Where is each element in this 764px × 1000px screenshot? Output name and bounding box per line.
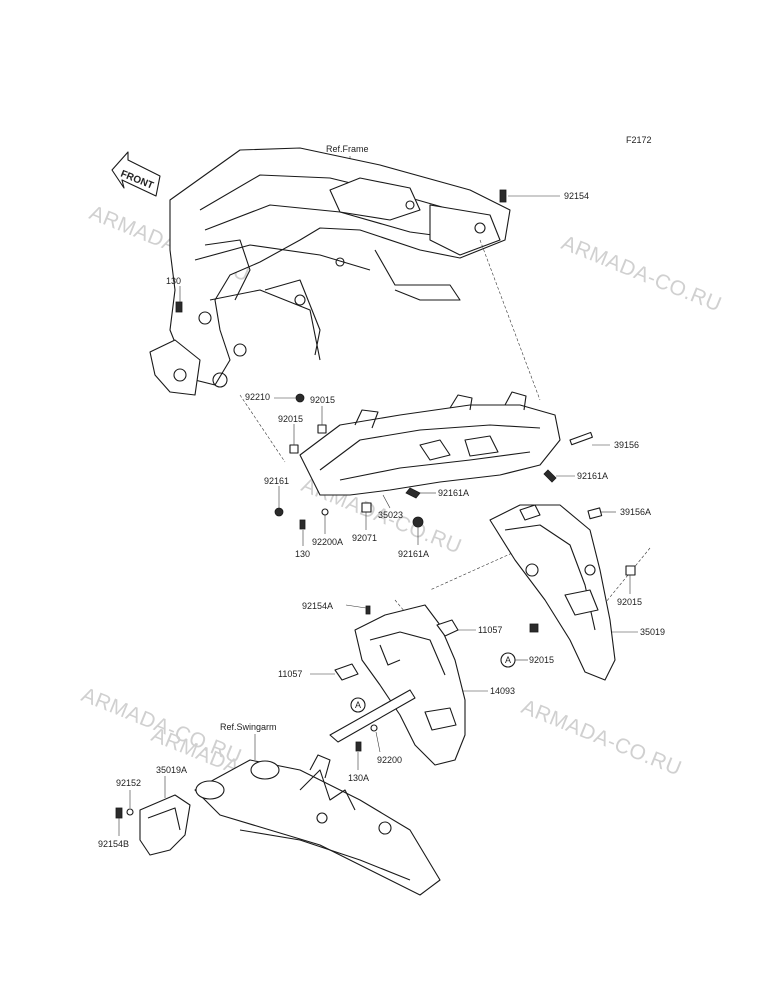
callout-a-letter-1: A <box>355 700 361 710</box>
bolt-92154B-icon <box>115 807 123 819</box>
bolt-130A-icon <box>355 741 362 752</box>
grommet-92015-b-icon <box>289 444 299 454</box>
part-label-92015-a: 92015 <box>310 395 335 405</box>
leader-lines <box>118 195 638 836</box>
clip-11057-b-icon <box>334 663 359 681</box>
part-label-130-b: 130 <box>295 549 310 559</box>
part-label-130: 130 <box>166 276 181 286</box>
watermark-4: ARMADA-CO.RU <box>518 695 685 780</box>
clip-92161A-a-icon <box>543 469 557 483</box>
part-label-92152: 92152 <box>116 778 141 788</box>
part-label-130A: 130A <box>348 773 369 783</box>
nut-92210-icon <box>295 393 305 403</box>
part-label-92161A-b: 92161A <box>438 488 469 498</box>
bolt-130-icon <box>175 301 183 313</box>
part-label-92161A-c: 92161A <box>398 549 429 559</box>
part-label-92154: 92154 <box>564 191 589 201</box>
part-label-92154B: 92154B <box>98 839 129 849</box>
guide-line-3 <box>429 544 531 591</box>
part-label-92154A: 92154A <box>302 601 333 611</box>
part-label-92200: 92200 <box>377 755 402 765</box>
part-label-92015-c: 92015 <box>617 597 642 607</box>
part-label-35019A: 35019A <box>156 765 187 775</box>
front-arrow-icon: FRONT <box>111 151 161 197</box>
chain-guard-35019A <box>139 794 191 856</box>
rear-undertray-35023 <box>299 391 561 496</box>
pad-39156A-icon <box>587 507 603 520</box>
bolt-130-b-icon <box>299 519 306 530</box>
clip-92161A-c-icon <box>412 516 424 528</box>
grommet-92015-c-icon <box>625 565 636 576</box>
callout-a-letter-2: A <box>505 655 511 665</box>
bolt-92154-icon <box>499 189 507 203</box>
ref-frame-label: Ref.Frame <box>326 144 369 154</box>
rear-frame <box>149 147 511 396</box>
rear-fender-35019 <box>489 504 616 681</box>
clip-92161-icon <box>274 507 284 517</box>
bolt-92154A-icon <box>365 605 371 615</box>
figure-code: F2172 <box>626 135 652 145</box>
part-label-39156: 39156 <box>614 440 639 450</box>
washer-92200A-icon <box>321 508 329 516</box>
part-label-92210: 92210 <box>245 392 270 402</box>
strap-39156-icon <box>569 431 593 446</box>
part-label-35023: 35023 <box>378 510 403 520</box>
part-label-92161A-a: 92161A <box>577 471 608 481</box>
washer-92200-icon <box>370 724 378 732</box>
swingarm <box>194 754 441 896</box>
grommet-92015-d-icon <box>529 623 539 633</box>
part-labels: 92154 130 92210 92015 92015 39156 92161A… <box>98 191 665 849</box>
washer-92152-icon <box>126 808 134 816</box>
spacer-92071-icon <box>361 502 372 513</box>
part-label-92200A: 92200A <box>312 537 343 547</box>
part-label-11057-b: 11057 <box>278 669 302 679</box>
part-label-92015-b: 92015 <box>278 414 303 424</box>
part-label-11057-a: 11057 <box>478 625 502 635</box>
part-label-39156A: 39156A <box>620 507 651 517</box>
guide-line-2 <box>239 394 286 463</box>
clip-92161A-b-icon <box>405 487 421 499</box>
hardware <box>115 189 636 819</box>
part-label-92015-d: 92015 <box>529 655 554 665</box>
callout-a-marker: A A <box>329 652 516 743</box>
part-label-35019: 35019 <box>640 627 665 637</box>
part-label-92161: 92161 <box>264 476 289 486</box>
watermark-2: ARMADA-CO.RU <box>558 231 725 316</box>
mudguard-14093 <box>354 604 466 766</box>
callout-a-circle-1 <box>350 697 366 713</box>
ref-swingarm-label: Ref.Swingarm <box>220 722 277 732</box>
guide-line-1 <box>479 239 541 401</box>
part-label-92071: 92071 <box>352 533 377 543</box>
guide-line-5 <box>394 599 411 619</box>
grommet-92015-a-icon <box>317 424 327 434</box>
part-label-14093: 14093 <box>490 686 515 696</box>
